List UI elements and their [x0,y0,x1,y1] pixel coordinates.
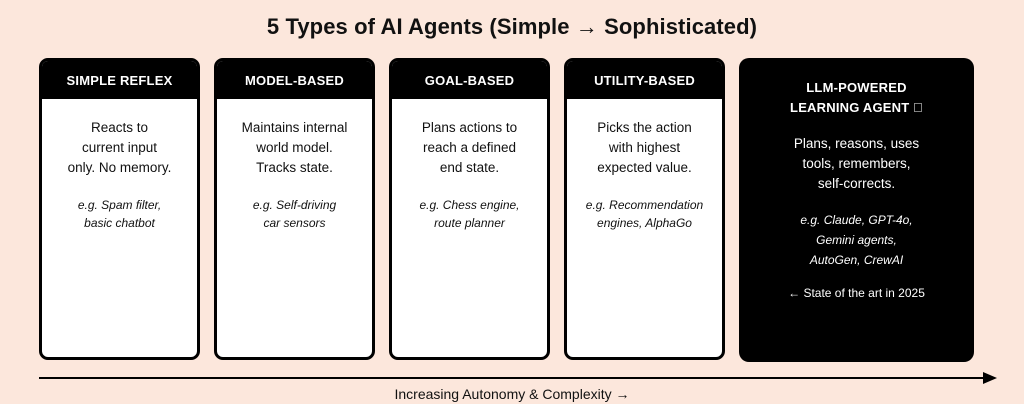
card-example: e.g. Chess engine, route planner [419,198,520,230]
agent-type-cards: SIMPLE REFLEX Reacts to current input on… [39,58,974,362]
card-description: Plans, reasons, uses tools, remembers, s… [793,136,920,191]
card-example: e.g. Self-driving car sensors [252,198,337,230]
card-example: e.g. Recommendation engines, AlphaGo [585,198,704,230]
card-header: GOAL-BASED [392,61,547,99]
autonomy-axis-line [39,377,986,379]
card-header: MODEL-BASED [217,61,372,99]
card-utility-based: UTILITY-BASED Picks the action with high… [564,58,725,360]
card-header: LLM-POWERED LEARNING AGENT ⃞ [739,78,974,118]
card-description: Reacts to current input only. No memory. [67,120,172,175]
card-example: e.g. Claude, GPT-4o, Gemini agents, Auto… [800,213,913,267]
state-of-art-note: ← State of the art in 2025 [788,286,925,300]
card-model-based: MODEL-BASED Maintains internal world mod… [214,58,375,360]
card-description: Maintains internal world model. Tracks s… [241,120,348,175]
card-header: SIMPLE REFLEX [42,61,197,99]
card-example: e.g. Spam filter, basic chatbot [77,198,162,230]
axis-label: Increasing Autonomy & Complexity → [394,386,630,402]
card-simple-reflex: SIMPLE REFLEX Reacts to current input on… [39,58,200,360]
card-header: UTILITY-BASED [567,61,722,99]
diagram-title: 5 Types of AI Agents (Simple → Sophistic… [266,14,758,39]
card-description: Picks the action with highest expected v… [597,120,692,175]
card-description: Plans actions to reach a defined end sta… [421,120,518,175]
arrow-right-icon [983,372,997,384]
card-llm-powered-learning-agent: LLM-POWERED LEARNING AGENT ⃞ Plans, reas… [739,58,974,362]
card-goal-based: GOAL-BASED Plans actions to reach a defi… [389,58,550,360]
